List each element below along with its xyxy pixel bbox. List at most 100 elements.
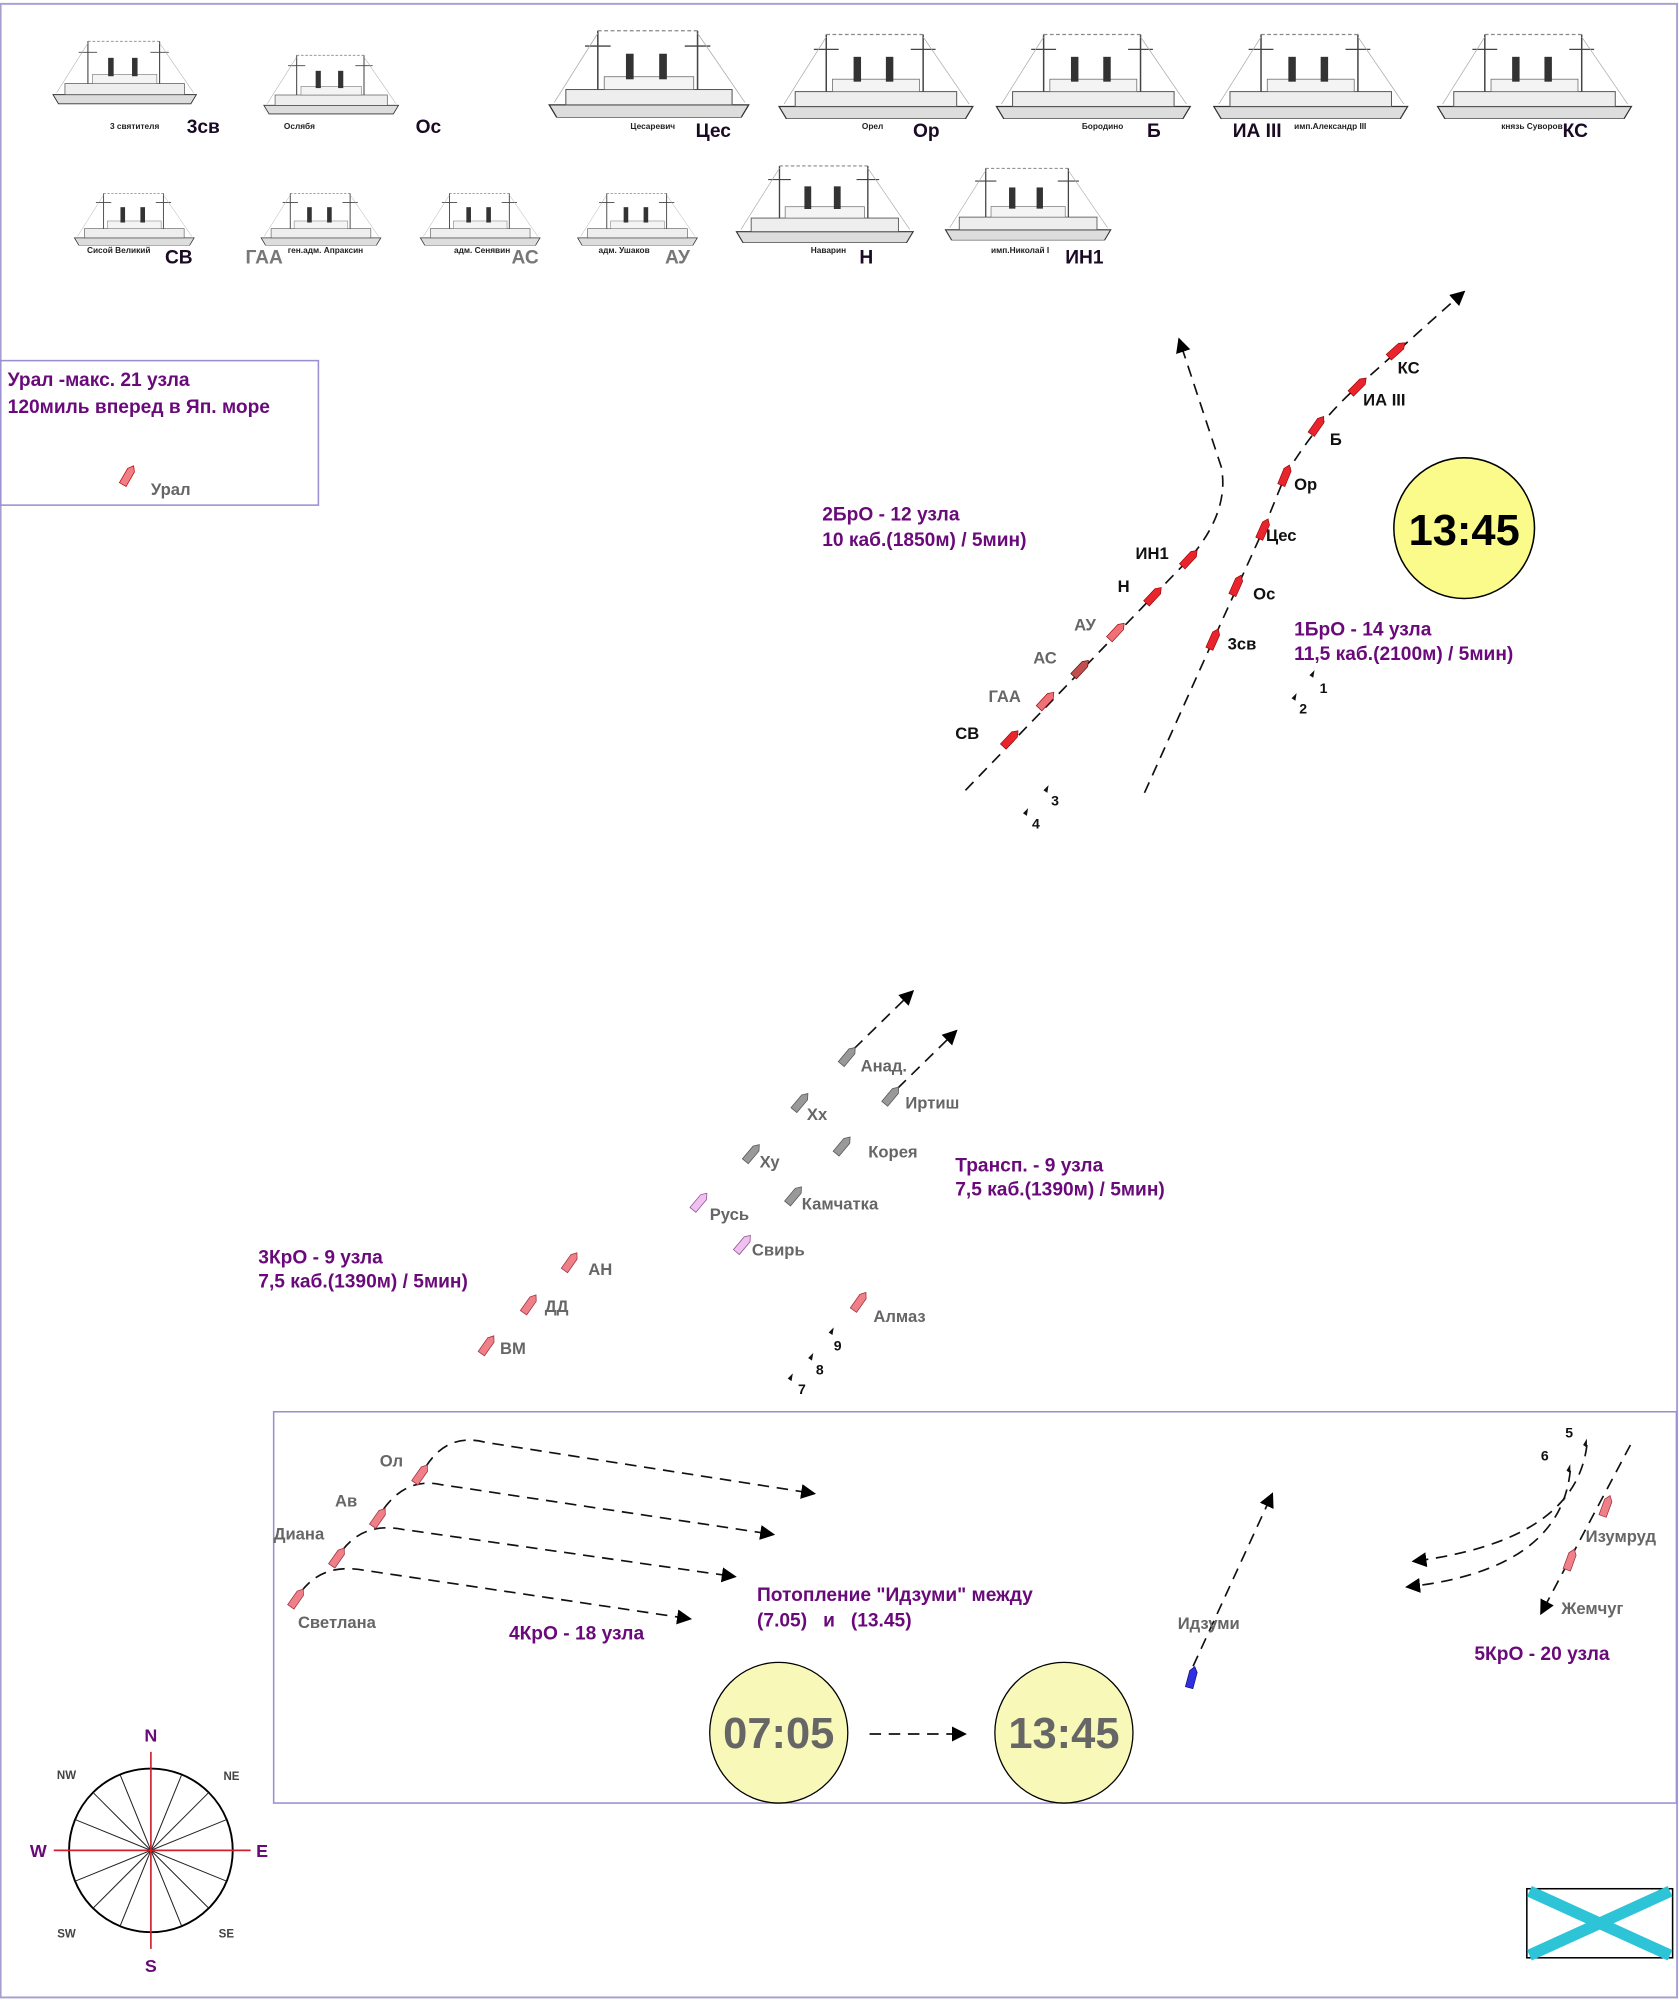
ship-label: АС: [1033, 649, 1057, 668]
clock-to: 13:45: [1008, 1710, 1119, 1758]
compass-rose: N S W E NW NE SW SE: [30, 1726, 268, 1976]
transport-route: [897, 1029, 958, 1089]
destroyer-label: 1: [1320, 680, 1328, 696]
ship-marker: [1205, 626, 1223, 651]
ship-label: Алмаз: [873, 1307, 925, 1326]
izumi-marker: [1184, 1664, 1200, 1690]
ural-box: Урал -макс. 21 узла 120миль вперед в Яп.…: [0, 359, 320, 506]
ship-marker: [1307, 413, 1328, 438]
compass-e: E: [256, 1841, 268, 1861]
ship-code: Н: [859, 247, 873, 268]
compass-s: S: [145, 1956, 157, 1976]
ship-caption: Наварин: [811, 245, 846, 255]
ship-drawing: [1436, 33, 1633, 119]
ship-drawing: [263, 54, 400, 115]
destroyer-label: 8: [816, 1362, 824, 1378]
ship-marker: [837, 1044, 859, 1068]
ship-code: СВ: [165, 247, 193, 268]
ship-label: Изумруд: [1586, 1527, 1657, 1546]
cruisers-3: 3КрО - 9 узла 7,5 каб.(1390м) / 5мин) АН…: [258, 1247, 925, 1358]
ship-marker: [881, 1083, 903, 1107]
ship-code: Ор: [913, 121, 940, 142]
destroyer-label: 9: [834, 1337, 842, 1353]
ship-marker: [999, 727, 1022, 750]
ship-marker: [732, 1232, 754, 1256]
ural-speed-label: Урал -макс. 21 узла: [8, 370, 190, 391]
ship-label: Ор: [1294, 475, 1317, 494]
transports: Анад. Иртиш Хх Корея Ху Камчатка Русь Св…: [689, 990, 1165, 1260]
ship-label: Ос: [1253, 585, 1275, 604]
ship-caption: 3 святителя: [110, 121, 159, 131]
destroyer-label: 4: [1032, 816, 1040, 832]
cruiser-5-route: [1411, 1444, 1588, 1568]
ship-caption: Бородино: [1082, 121, 1124, 131]
ship-label: ГАА: [988, 687, 1020, 706]
cruiser-route: [425, 1439, 817, 1499]
cruisers-5-speed: 5КрО - 20 узла: [1474, 1644, 1610, 1665]
destroyer-label: 7: [798, 1381, 806, 1397]
ural-ship-label: Урал: [151, 480, 191, 499]
transport-route: [853, 990, 915, 1050]
ship-marker: [327, 1545, 348, 1569]
ship-caption: князь Суворов: [1501, 121, 1562, 131]
ship-drawing: [944, 167, 1112, 241]
ship-caption: адм. Ушаков: [598, 245, 649, 255]
ship-caption: адм. Сенявин: [454, 245, 510, 255]
ship-marker: [1598, 1493, 1615, 1518]
izumi-sinking-panel: Ол Ав Диана Светлана 4КрО - 18 узла Пото…: [272, 1410, 1678, 1804]
cruiser-route: [382, 1482, 776, 1540]
ship-code: Цес: [696, 121, 732, 142]
ship-marker: [477, 1332, 498, 1357]
destroyer-markers: [787, 670, 1587, 1474]
ship-code: КС: [1563, 121, 1588, 142]
ship-label: Диана: [274, 1525, 325, 1544]
ship-code: Ос: [416, 117, 442, 138]
ship-marker: [368, 1505, 389, 1530]
destroyer-label: 3: [1051, 793, 1059, 809]
ship-label: ИА III: [1363, 390, 1405, 409]
destroyer-label: 5: [1565, 1424, 1573, 1440]
ship-label: ДД: [545, 1297, 569, 1316]
squadron-1: КС ИА III Б Ор Цес Ос 3св 1БрО - 14 узла…: [1143, 290, 1513, 794]
ship-label: Анад.: [861, 1057, 907, 1076]
cruisers-3-interval: 7,5 каб.(1390м) / 5мин): [258, 1272, 468, 1293]
ship-label: АУ: [1074, 615, 1096, 634]
cruiser-5-route: [1405, 1470, 1572, 1593]
ship-label: Иртиш: [905, 1094, 959, 1113]
ship-label: Корея: [868, 1142, 917, 1161]
st-andrew-flag-icon: [1526, 1886, 1674, 1961]
cruisers-4-speed: 4КрО - 18 узла: [509, 1623, 645, 1644]
ship-drawing: [577, 192, 698, 246]
destroyer-label: 2: [1299, 701, 1307, 717]
ship-caption: имп.Николай I: [991, 245, 1049, 255]
ship-label: ИН1: [1136, 544, 1169, 563]
ship-marker: [1562, 1547, 1579, 1572]
compass-nw: NW: [57, 1770, 76, 1782]
cruiser-5-route: [1540, 1444, 1632, 1616]
ship-label: Ху: [760, 1153, 781, 1172]
squadron-2: ИН1 Н АУ АС ГАА СВ 2БрО - 12 узла 10 каб…: [822, 337, 1224, 791]
ship-drawing: [778, 33, 974, 119]
clock-main-time: 13:45: [1409, 507, 1520, 555]
ship-label: Ол: [380, 1452, 403, 1471]
ship-label: Цес: [1266, 526, 1297, 545]
ship-code: ИН1: [1065, 247, 1104, 268]
ship-code: ИА III: [1233, 121, 1282, 142]
ship-marker: [832, 1133, 854, 1157]
transports-speed: Трансп. - 9 узла: [955, 1155, 1103, 1176]
ship-label: Хх: [807, 1105, 828, 1124]
squadron-2-interval: 10 каб.(1850м) / 5мин): [822, 530, 1026, 551]
ship-marker: [1178, 547, 1201, 570]
ship-caption: Сисой Великий: [87, 245, 151, 255]
ship-marker: [1143, 584, 1165, 607]
ship-gallery: 3 святителя 3св Ослябя Ос Цесаревич Цес …: [52, 29, 1633, 268]
ship-caption: Ослябя: [284, 121, 315, 131]
ship-label: КС: [1398, 358, 1420, 377]
cruisers-3-speed: 3КрО - 9 узла: [258, 1247, 383, 1268]
ship-marker: [287, 1586, 308, 1610]
ship-marker: [689, 1190, 711, 1213]
ship-caption: Цесаревич: [630, 121, 675, 131]
ship-label: Ав: [335, 1491, 357, 1510]
